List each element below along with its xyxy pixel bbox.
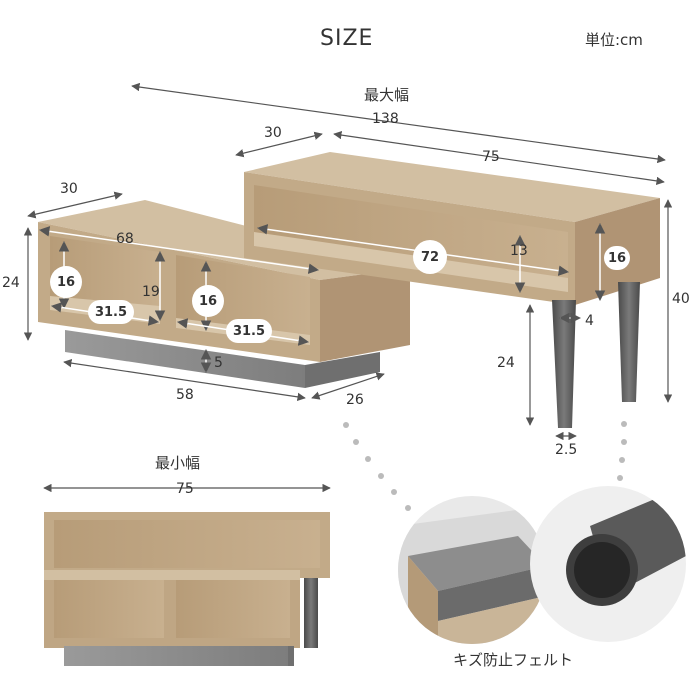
felt-detail-photo-leg xyxy=(530,486,686,642)
dim-leg-diameter: 2.5 xyxy=(555,442,578,458)
felt-detail-photo-base xyxy=(398,496,546,644)
badge-inner-height-middle: 16 xyxy=(192,285,224,317)
badge-inner-width-left: 31.5 xyxy=(88,300,134,324)
dim-top-depth: 30 xyxy=(264,125,282,141)
dim-left-height: 24 xyxy=(2,275,20,291)
badge-inner-width-top: 72 xyxy=(413,240,447,274)
min-width-heading: 最小幅 xyxy=(155,454,201,472)
felt-caption: キズ防止フェルト xyxy=(453,651,574,669)
dim-divider-height: 19 xyxy=(142,284,160,300)
unit-label: 単位:cm xyxy=(585,31,643,49)
badge-inner-width-right: 31.5 xyxy=(226,319,272,343)
dim-inner-top-height: 13 xyxy=(510,243,528,259)
page-title: SIZE xyxy=(320,26,374,51)
lower-unit-side xyxy=(320,268,410,362)
dim-base-width: 58 xyxy=(176,387,194,403)
dim-lower-width: 68 xyxy=(116,231,134,247)
dim-total-height: 40 xyxy=(672,291,690,307)
dim-lower-depth: 30 xyxy=(60,181,78,197)
dim-top-width: 75 xyxy=(482,149,500,165)
dim-base-depth: 26 xyxy=(346,392,364,408)
badge-inner-height-left: 16 xyxy=(50,266,82,298)
dim-overall-width: 138 xyxy=(372,111,399,127)
dim-base-height: 5 xyxy=(214,355,223,371)
leg-front xyxy=(552,300,576,428)
max-width-heading: 最大幅 xyxy=(364,86,410,104)
dim-leg-offset: 4 xyxy=(585,313,594,329)
badge-top-box-height: 16 xyxy=(604,246,630,270)
dim-min-width: 75 xyxy=(176,481,194,497)
dim-leg-height: 24 xyxy=(497,355,515,371)
leg-back xyxy=(618,282,640,402)
